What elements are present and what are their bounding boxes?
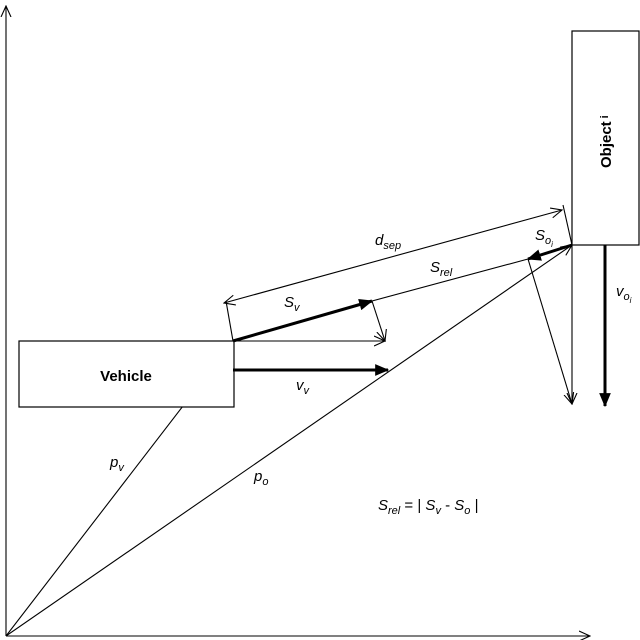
p-o-label: po	[253, 468, 268, 488]
s-rel-equation: Srel = | Sv - So |	[378, 497, 479, 517]
d-sep-arrow	[224, 210, 562, 303]
v-oi-label: voi	[616, 283, 632, 305]
v-v-label: vv	[296, 377, 311, 397]
s-v-projection	[371, 300, 385, 341]
s-v-vector	[232, 298, 374, 343]
s-oi-projection	[527, 258, 572, 404]
s-v-label: Sv	[284, 294, 301, 314]
d-sep-left-tick	[225, 300, 234, 342]
d-sep-right-tick	[562, 204, 573, 246]
vehicle-label: Vehicle	[100, 368, 152, 385]
d-sep-label: dsep	[375, 232, 401, 252]
p-v-label: pv	[109, 454, 125, 474]
s-rel-label: Srel	[430, 259, 453, 279]
object-label: Objecti	[598, 115, 615, 168]
s-oi-label: Soi	[535, 227, 553, 249]
vehicle-box	[18, 340, 235, 408]
s-oi-vector	[526, 243, 573, 261]
p-o-vector	[5, 245, 572, 637]
s-rel-vector	[371, 258, 529, 302]
